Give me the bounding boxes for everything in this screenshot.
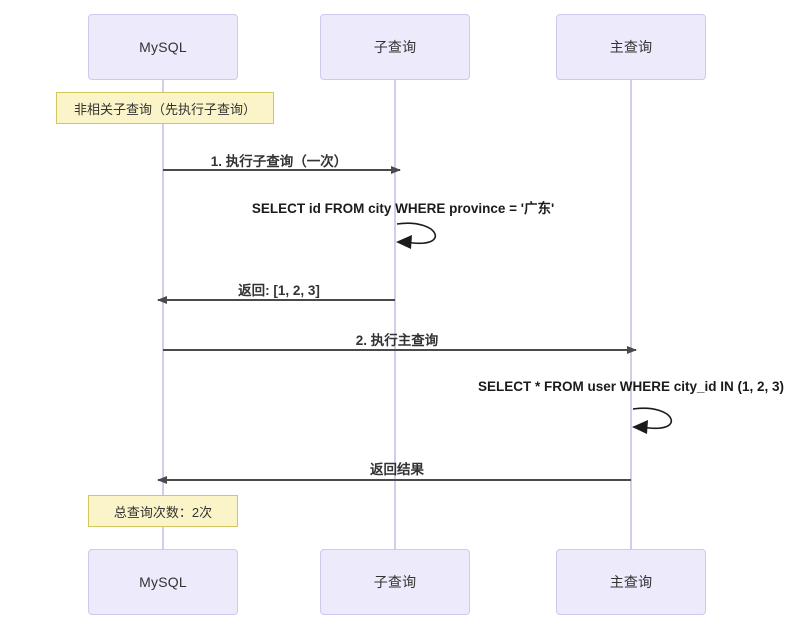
actor-label-subquery-top: 子查询 (373, 39, 417, 55)
actor-box-mysql-top[interactable]: MySQL (88, 14, 238, 80)
actor-label-mainquery-bottom: 主查询 (609, 574, 653, 590)
actor-box-mysql-bottom[interactable]: MySQL (88, 549, 238, 615)
lifelines (162, 80, 632, 549)
note-text: 总查询次数：2次 (113, 504, 213, 520)
actor-box-subquery-top[interactable]: 子查询 (320, 14, 470, 80)
actor-label-subquery-bottom: 子查询 (373, 574, 417, 590)
message-label-3: 2. 执行主查询 (355, 333, 439, 348)
actor-label-mysql-top: MySQL (139, 39, 187, 55)
self-loop-mainquery (632, 407, 673, 434)
actor-box-mainquery-top[interactable]: 主查询 (556, 14, 706, 80)
note-text: 非相关子查询（先执行子查询） (73, 101, 256, 117)
actor-label-mysql-bottom: MySQL (139, 574, 187, 590)
note-total-query-count: 总查询次数：2次 (88, 495, 238, 527)
message-label-1: 1. 执行子查询（一次） (210, 154, 348, 169)
self-loop-subquery (396, 222, 437, 249)
message-label-3-sql: SELECT * FROM user WHERE city_id IN (1, … (477, 379, 785, 394)
actor-box-mainquery-bottom[interactable]: 主查询 (556, 549, 706, 615)
actor-box-subquery-bottom[interactable]: 子查询 (320, 549, 470, 615)
actor-label-mainquery-top: 主查询 (609, 39, 653, 55)
message-label-4: 返回结果 (370, 462, 424, 477)
message-label-1-sql: SELECT id FROM city WHERE province = '广东… (251, 201, 555, 216)
message-label-2: 返回: [1, 2, 3] (238, 283, 320, 298)
note-noncorrelated-subquery: 非相关子查询（先执行子查询） (56, 92, 274, 124)
